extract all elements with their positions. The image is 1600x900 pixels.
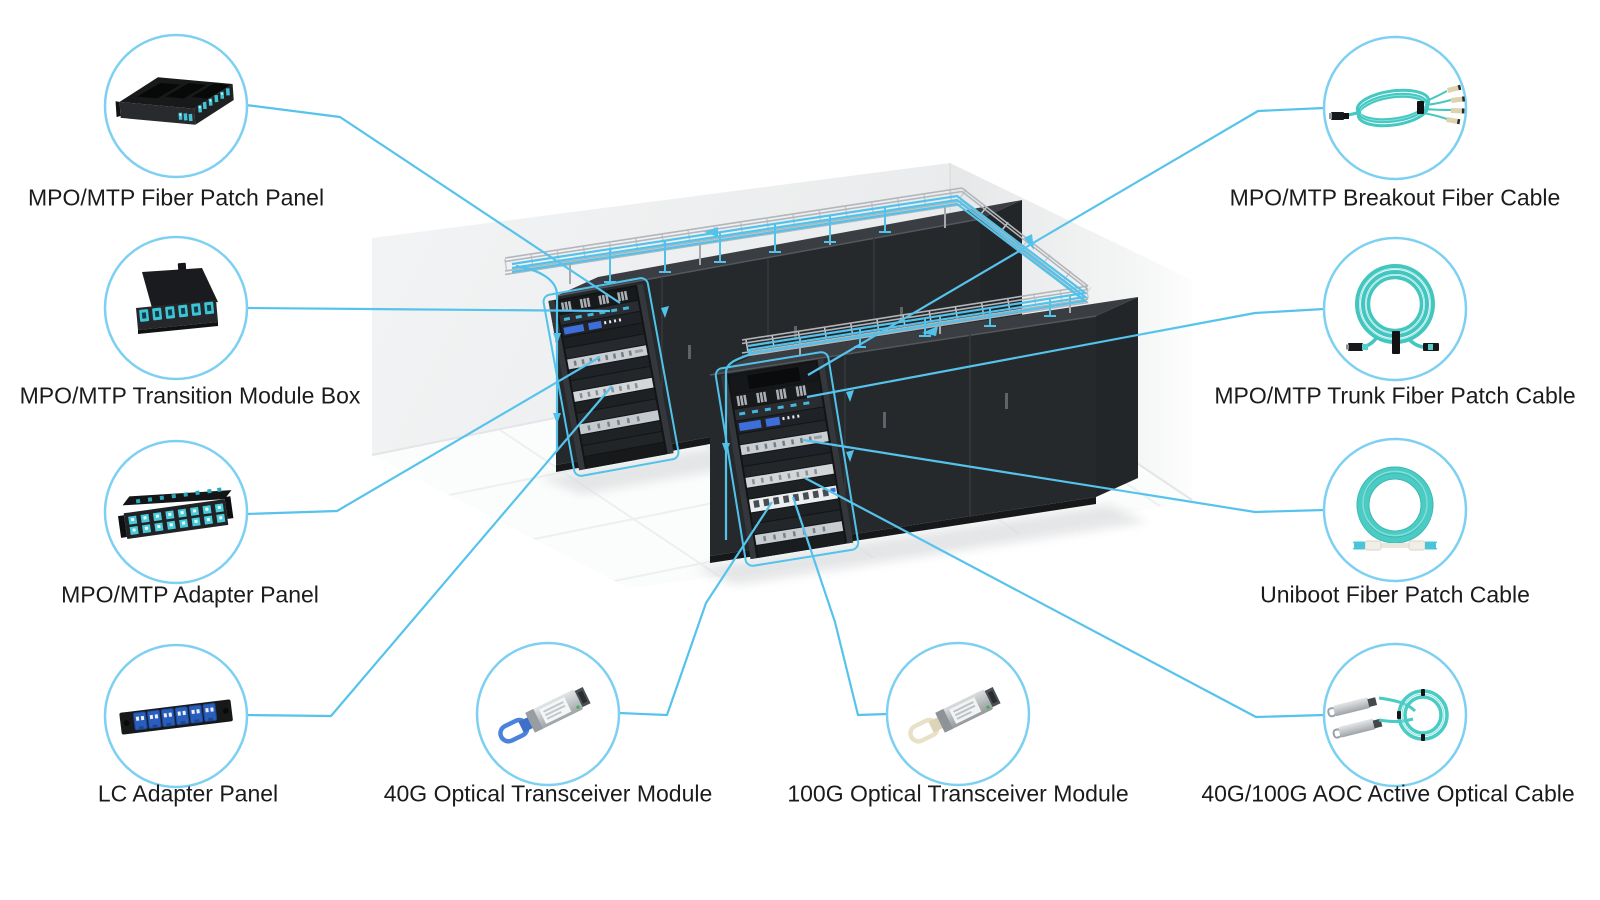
label-mpo-mtp-breakout-fiber-cable: MPO/MTP Breakout Fiber Cable <box>1229 184 1561 211</box>
callout-circles <box>103 33 1468 789</box>
front-row-end-face <box>1096 297 1138 497</box>
callout-line-adapter-panel <box>245 356 601 516</box>
back-row-door-handles <box>688 307 903 359</box>
transition-module-box-image <box>136 262 218 334</box>
label-uniboot-fiber-patch-cable: Uniboot Fiber Patch Cable <box>1260 581 1530 608</box>
100g-transceiver-image <box>908 687 1001 744</box>
fiber-patch-panel-image <box>115 77 234 125</box>
label-mpo-mtp-trunk-fiber-patch-cable: MPO/MTP Trunk Fiber Patch Cable <box>1214 382 1576 409</box>
mtp-adapter-grid <box>128 503 226 536</box>
front-rack-row <box>709 297 1138 563</box>
callout-line-40g-transceiver <box>618 501 773 717</box>
uniboot-cable-image <box>1351 466 1439 551</box>
mtp-fanout-connectors <box>736 385 807 407</box>
overhead-cable-tray <box>504 187 1092 567</box>
breakout-cable-image <box>1329 84 1466 128</box>
velcro-tie <box>1392 331 1400 354</box>
breakout-connectors <box>1446 84 1466 125</box>
callout-line-breakout-cable <box>807 106 1325 376</box>
label-100g-optical-transceiver-module: 100G Optical Transceiver Module <box>787 780 1129 807</box>
callout-circle-breakout-cable <box>1322 35 1468 181</box>
callout-line-transition-module-box <box>245 306 611 313</box>
label-mpo-mtp-fiber-patch-panel: MPO/MTP Fiber Patch Panel <box>27 184 325 211</box>
callout-line-100g-transceiver <box>791 496 888 717</box>
callout-circle-trunk-cable <box>1322 236 1468 382</box>
mtp-fanout-connectors <box>560 290 628 312</box>
callout-line-aoc-cable <box>804 477 1325 719</box>
breakout-legs <box>1422 90 1452 120</box>
callout-line-fiber-patch-panel <box>245 103 621 304</box>
label-lc-adapter-panel: LC Adapter Panel <box>97 780 279 807</box>
label-40g-100g-aoc-active-optical-cable: 40G/100G AOC Active Optical Cable <box>1201 780 1575 807</box>
label-mpo-mtp-transition-module-box: MPO/MTP Transition Module Box <box>19 382 361 409</box>
switch-transceiver-ports <box>753 488 829 508</box>
cable-ties <box>1397 689 1425 741</box>
adapter-panel-image <box>118 487 234 540</box>
callout-line-trunk-cable <box>806 307 1325 399</box>
callout-circle-uniboot-cable <box>1322 437 1468 583</box>
lc-ports <box>139 301 215 322</box>
back-row-top-face <box>556 200 1022 296</box>
rack-cable-risers <box>515 264 753 540</box>
aoc-cable-image <box>1327 689 1449 741</box>
lc-adapter-panel-image <box>119 699 233 735</box>
callout-lines <box>245 103 1325 719</box>
trunk-cable-image <box>1346 264 1439 354</box>
lc-duplex-adapters <box>133 702 218 731</box>
front-row-door-handles <box>883 393 1008 428</box>
callout-line-lc-adapter-panel <box>245 385 613 718</box>
bay-outline-arrows <box>661 306 854 462</box>
callout-circle-aoc-cable <box>1322 642 1468 788</box>
cable-flow-arrows <box>704 227 1034 336</box>
label-40g-optical-transceiver-module: 40G Optical Transceiver Module <box>383 780 713 807</box>
panel-mtp-ports <box>178 88 230 122</box>
callout-line-uniboot-cable <box>802 438 1325 514</box>
label-mpo-mtp-adapter-panel: MPO/MTP Adapter Panel <box>61 581 319 608</box>
tray-fiber-cables <box>511 194 1088 356</box>
front-open-rack <box>720 358 854 560</box>
40g-transceiver-image <box>498 687 591 744</box>
